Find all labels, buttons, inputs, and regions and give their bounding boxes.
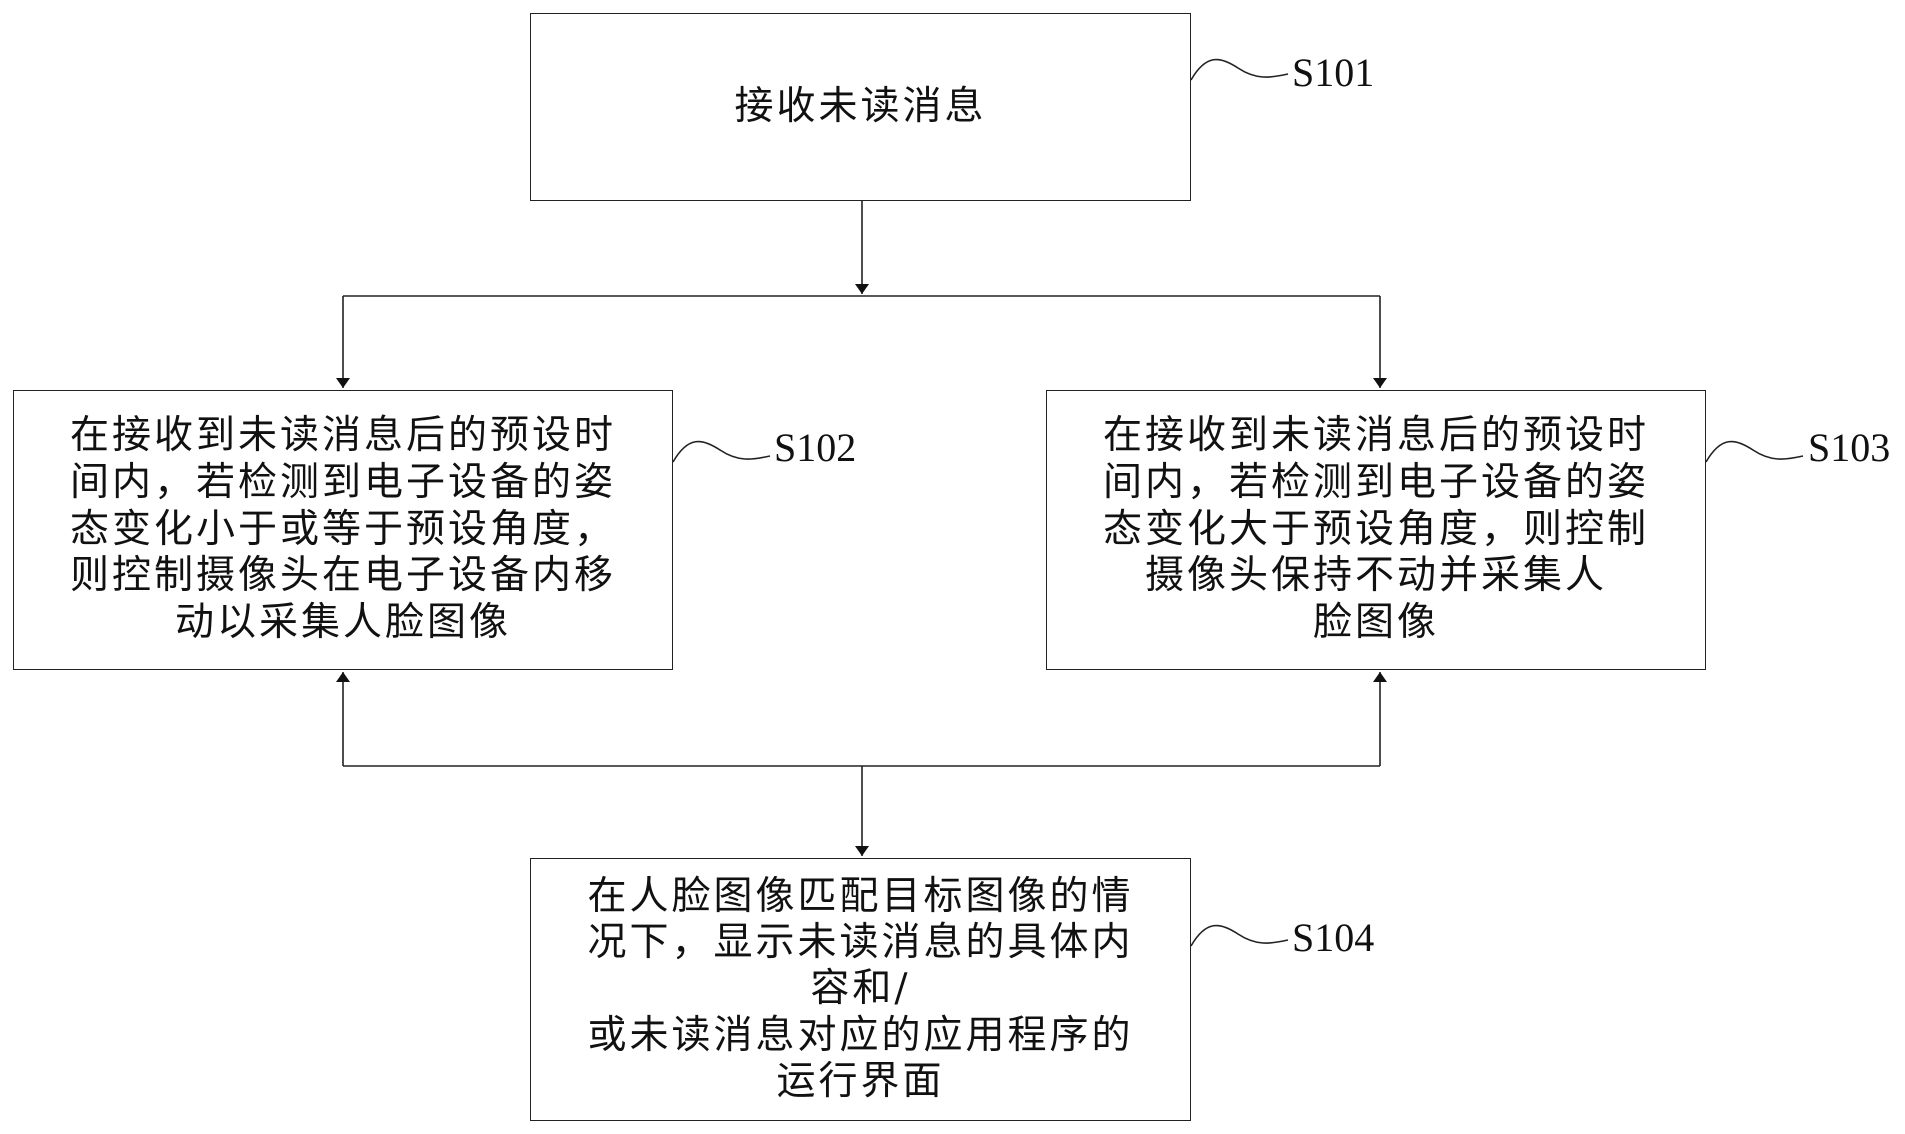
step-box-s102: 在接收到未读消息后的预设时 间内，若检测到电子设备的姿 态变化小于或等于预设角度…: [13, 390, 673, 670]
leader-s104: [1190, 924, 1289, 947]
step-text-s101: 接收未读消息: [734, 83, 987, 129]
leader-s101: [1190, 58, 1289, 81]
step-label-s104: S104: [1292, 915, 1375, 960]
step-text-s104: 在人脸图像匹配目标图像的情 况下，显示未读消息的具体内 容和/ 或未读消息对应的…: [587, 874, 1134, 1104]
step-label-s102: S102: [774, 425, 857, 470]
step-box-s104: 在人脸图像匹配目标图像的情 况下，显示未读消息的具体内 容和/ 或未读消息对应的…: [530, 858, 1191, 1121]
step-box-s101: 接收未读消息: [530, 13, 1191, 201]
step-label-s101: S101: [1292, 50, 1375, 95]
leader-s102: [672, 440, 771, 463]
step-text-s102: 在接收到未读消息后的预设时 间内，若检测到电子设备的姿 态变化小于或等于预设角度…: [69, 413, 616, 646]
leader-s103: [1705, 440, 1804, 463]
step-box-s103: 在接收到未读消息后的预设时 间内，若检测到电子设备的姿 态变化大于预设角度，则控…: [1046, 390, 1706, 670]
step-text-s103: 在接收到未读消息后的预设时 间内，若检测到电子设备的姿 态变化大于预设角度，则控…: [1102, 413, 1649, 646]
step-label-s103: S103: [1808, 425, 1891, 470]
